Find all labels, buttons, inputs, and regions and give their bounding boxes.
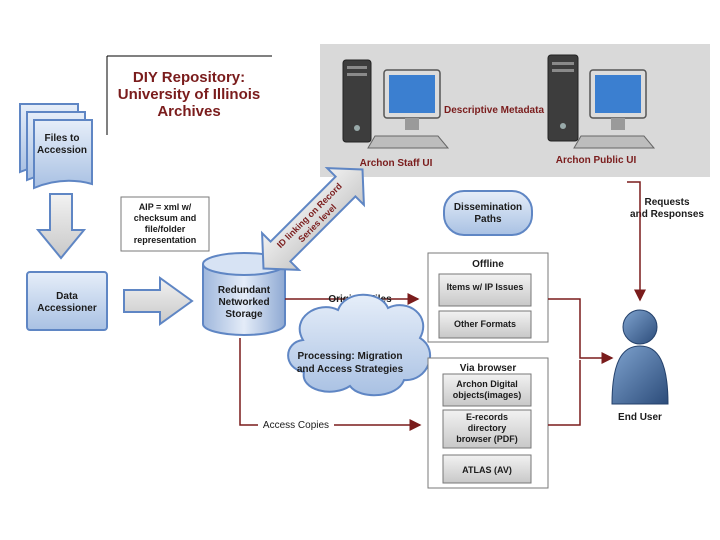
data-accessioner-box: Data Accessioner xyxy=(26,271,108,331)
id-linking-arrow: ID linking on Record Series level xyxy=(260,166,366,272)
descriptive-metadata-label: Descriptive Metadata xyxy=(444,105,544,116)
processing-cloud: Processing: Migration and Access Strateg… xyxy=(287,293,431,397)
via-browser-group: Via browser Archon Digital objects(image… xyxy=(427,357,549,489)
requests-line-1: Requests xyxy=(644,197,689,208)
storage-line-2: Networked xyxy=(218,297,269,308)
via-browser-header: Via browser xyxy=(460,363,517,374)
browser-to-user-connector xyxy=(548,360,581,426)
requests-line-2: and Responses xyxy=(630,209,704,220)
staff-computer-icon xyxy=(342,59,450,149)
dissemination-paths-box: Dissemination Paths xyxy=(443,190,533,236)
aip-line-4: representation xyxy=(134,235,197,245)
access-copies-connector xyxy=(239,338,422,431)
offline-item-label: Other Formats xyxy=(454,319,516,329)
offline-header: Offline xyxy=(472,259,504,270)
right-arrow-icon xyxy=(123,276,194,326)
requests-connector xyxy=(627,181,646,302)
dissemination-line-1: Dissemination xyxy=(454,202,522,213)
diagram-title: DIY Repository: University of Illinois A… xyxy=(118,69,261,120)
title-frame xyxy=(106,55,272,135)
aip-line-3: file/folder xyxy=(145,224,186,234)
aip-line-2: checksum and xyxy=(134,213,197,223)
data-accessioner-line-2: Accessioner xyxy=(37,303,97,314)
aip-note: AIP = xml w/ checksum and file/folder re… xyxy=(120,196,210,252)
archon-staff-ui-label: Archon Staff UI xyxy=(360,158,433,169)
public-computer-icon xyxy=(547,54,656,149)
processing-line-2: and Access Strategies xyxy=(297,364,404,375)
browser-item-label: E-records xyxy=(466,412,508,422)
down-arrow-icon xyxy=(35,193,87,260)
storage-line-3: Storage xyxy=(225,309,263,320)
files-to-accession-line-1: Files to xyxy=(44,133,79,144)
browser-item-label: browser (PDF) xyxy=(456,434,518,444)
data-accessioner-line-1: Data xyxy=(56,291,78,302)
offline-to-user-connector xyxy=(548,298,614,364)
archon-public-ui-label: Archon Public UI xyxy=(556,155,637,166)
browser-item-label: ATLAS (AV) xyxy=(462,465,512,475)
processing-line-1: Processing: Migration xyxy=(297,351,402,362)
title-line-1: DIY Repository: xyxy=(133,69,245,86)
dissemination-line-2: Paths xyxy=(474,214,502,225)
title-line-3: Archives xyxy=(157,103,220,120)
browser-item-label: objects(images) xyxy=(453,390,522,400)
files-to-accession: Files to Accession xyxy=(19,103,93,190)
storage-line-1: Redundant xyxy=(218,285,271,296)
aip-line-1: AIP = xml w/ xyxy=(139,202,192,212)
offline-group: Offline Items w/ IP Issues Other Formats xyxy=(427,252,549,343)
title-line-2: University of Illinois xyxy=(118,86,261,103)
end-user-icon xyxy=(611,309,669,405)
browser-item-label: Archon Digital xyxy=(456,379,518,389)
offline-item-label: Items w/ IP Issues xyxy=(447,282,524,292)
browser-item-label: directory xyxy=(468,423,507,433)
end-user-label: End User xyxy=(618,412,662,423)
access-copies-label: Access Copies xyxy=(263,420,329,431)
files-to-accession-line-2: Accession xyxy=(37,145,87,156)
